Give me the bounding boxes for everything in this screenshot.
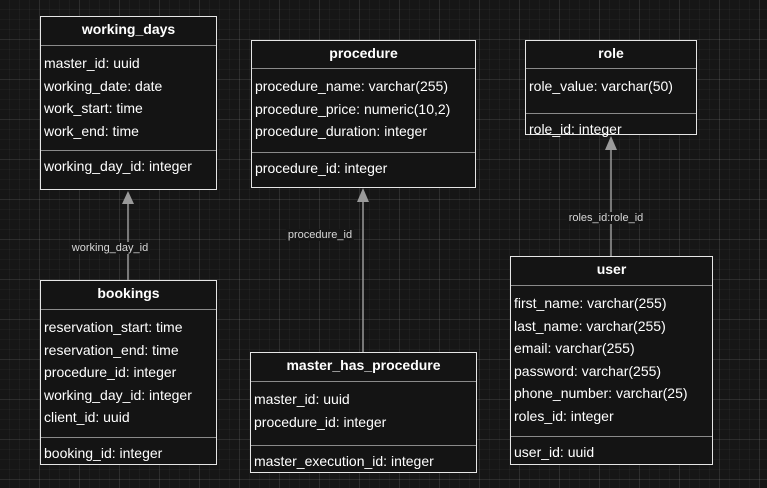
- entity-bookings[interactable]: bookings reservation_start: time reserva…: [40, 280, 217, 465]
- entity-user[interactable]: user first_name: varchar(255) last_name:…: [510, 256, 713, 465]
- connector-master-has-procedure-procedure[interactable]: [357, 188, 369, 352]
- field-procedure-price: procedure_price: numeric(10,2): [255, 100, 451, 117]
- field-user-id: user_id: uuid: [514, 444, 595, 460]
- entity-procedure[interactable]: procedure procedure_name: varchar(255) p…: [251, 40, 476, 188]
- field-list: reservation_start: time reservation_end:…: [41, 310, 216, 433]
- field-master-execution-id: master_execution_id: integer: [254, 453, 434, 469]
- relation-label-roles-id-role-id: roles_id:role_id: [566, 212, 646, 224]
- connector-user-role[interactable]: [605, 136, 617, 256]
- arrowhead-icon: [605, 136, 617, 150]
- primary-key-section: working_day_id: integer: [41, 150, 216, 178]
- entity-working-days[interactable]: working_days master_id: uuid working_dat…: [40, 16, 217, 190]
- field-procedure-id: procedure_id: integer: [254, 413, 387, 430]
- entity-role[interactable]: role role_value: varchar(50) role_id: in…: [525, 40, 697, 137]
- field-last-name: last_name: varchar(255): [514, 317, 666, 334]
- field-procedure-id: procedure_id: integer: [44, 364, 177, 380]
- field-reservation-start: reservation_start: time: [44, 319, 183, 335]
- entity-title: user: [511, 257, 712, 286]
- field-work-end: work_end: time: [44, 122, 139, 139]
- primary-key-section: procedure_id: integer: [252, 152, 475, 180]
- field-list: master_id: uuid working_date: date work_…: [41, 46, 216, 146]
- primary-key-section: role_id: integer: [526, 113, 696, 141]
- arrowhead-icon: [357, 188, 369, 202]
- connector-bookings-working-days[interactable]: [122, 191, 134, 280]
- field-role-value: role_value: varchar(50): [529, 78, 673, 94]
- entity-title: bookings: [41, 281, 216, 310]
- field-roles-id: roles_id: integer: [514, 407, 614, 424]
- entity-master-has-procedure[interactable]: master_has_procedure master_id: uuid pro…: [250, 352, 477, 473]
- entity-title: working_days: [41, 17, 216, 46]
- arrowhead-icon: [122, 191, 134, 204]
- field-working-day-id: working_day_id: integer: [44, 158, 192, 174]
- primary-key-section: master_execution_id: integer: [251, 445, 476, 473]
- entity-title: procedure: [252, 41, 475, 69]
- field-master-id: master_id: uuid: [44, 55, 140, 71]
- field-working-date: working_date: date: [44, 77, 163, 94]
- field-first-name: first_name: varchar(255): [514, 295, 667, 311]
- field-list: first_name: varchar(255) last_name: varc…: [511, 286, 712, 431]
- field-password: password: varchar(255): [514, 362, 662, 379]
- field-reservation-end: reservation_end: time: [44, 341, 179, 358]
- primary-key-section: booking_id: integer: [41, 437, 216, 465]
- field-procedure-id: procedure_id: integer: [255, 160, 388, 176]
- field-list: master_id: uuid procedure_id: integer: [251, 382, 476, 437]
- field-procedure-duration: procedure_duration: integer: [255, 123, 428, 139]
- field-email: email: varchar(255): [514, 340, 635, 356]
- field-client-id: client_id: uuid: [44, 409, 130, 425]
- relation-label-procedure-id: procedure_id: [285, 229, 355, 241]
- field-role-id: role_id: integer: [529, 121, 622, 137]
- field-master-id: master_id: uuid: [254, 391, 350, 407]
- field-working-day-id: working_day_id: integer: [44, 386, 192, 403]
- relation-label-working-day-id: working_day_id: [69, 242, 151, 254]
- field-list: role_value: varchar(50): [526, 69, 696, 102]
- field-booking-id: booking_id: integer: [44, 445, 163, 461]
- field-list: procedure_name: varchar(255) procedure_p…: [252, 69, 475, 147]
- field-procedure-name: procedure_name: varchar(255): [255, 78, 448, 94]
- field-work-start: work_start: time: [44, 100, 143, 116]
- field-phone-number: phone_number: varchar(25): [514, 385, 688, 401]
- entity-title: role: [526, 41, 696, 69]
- entity-title: master_has_procedure: [251, 353, 476, 382]
- primary-key-section: user_id: uuid: [511, 436, 712, 464]
